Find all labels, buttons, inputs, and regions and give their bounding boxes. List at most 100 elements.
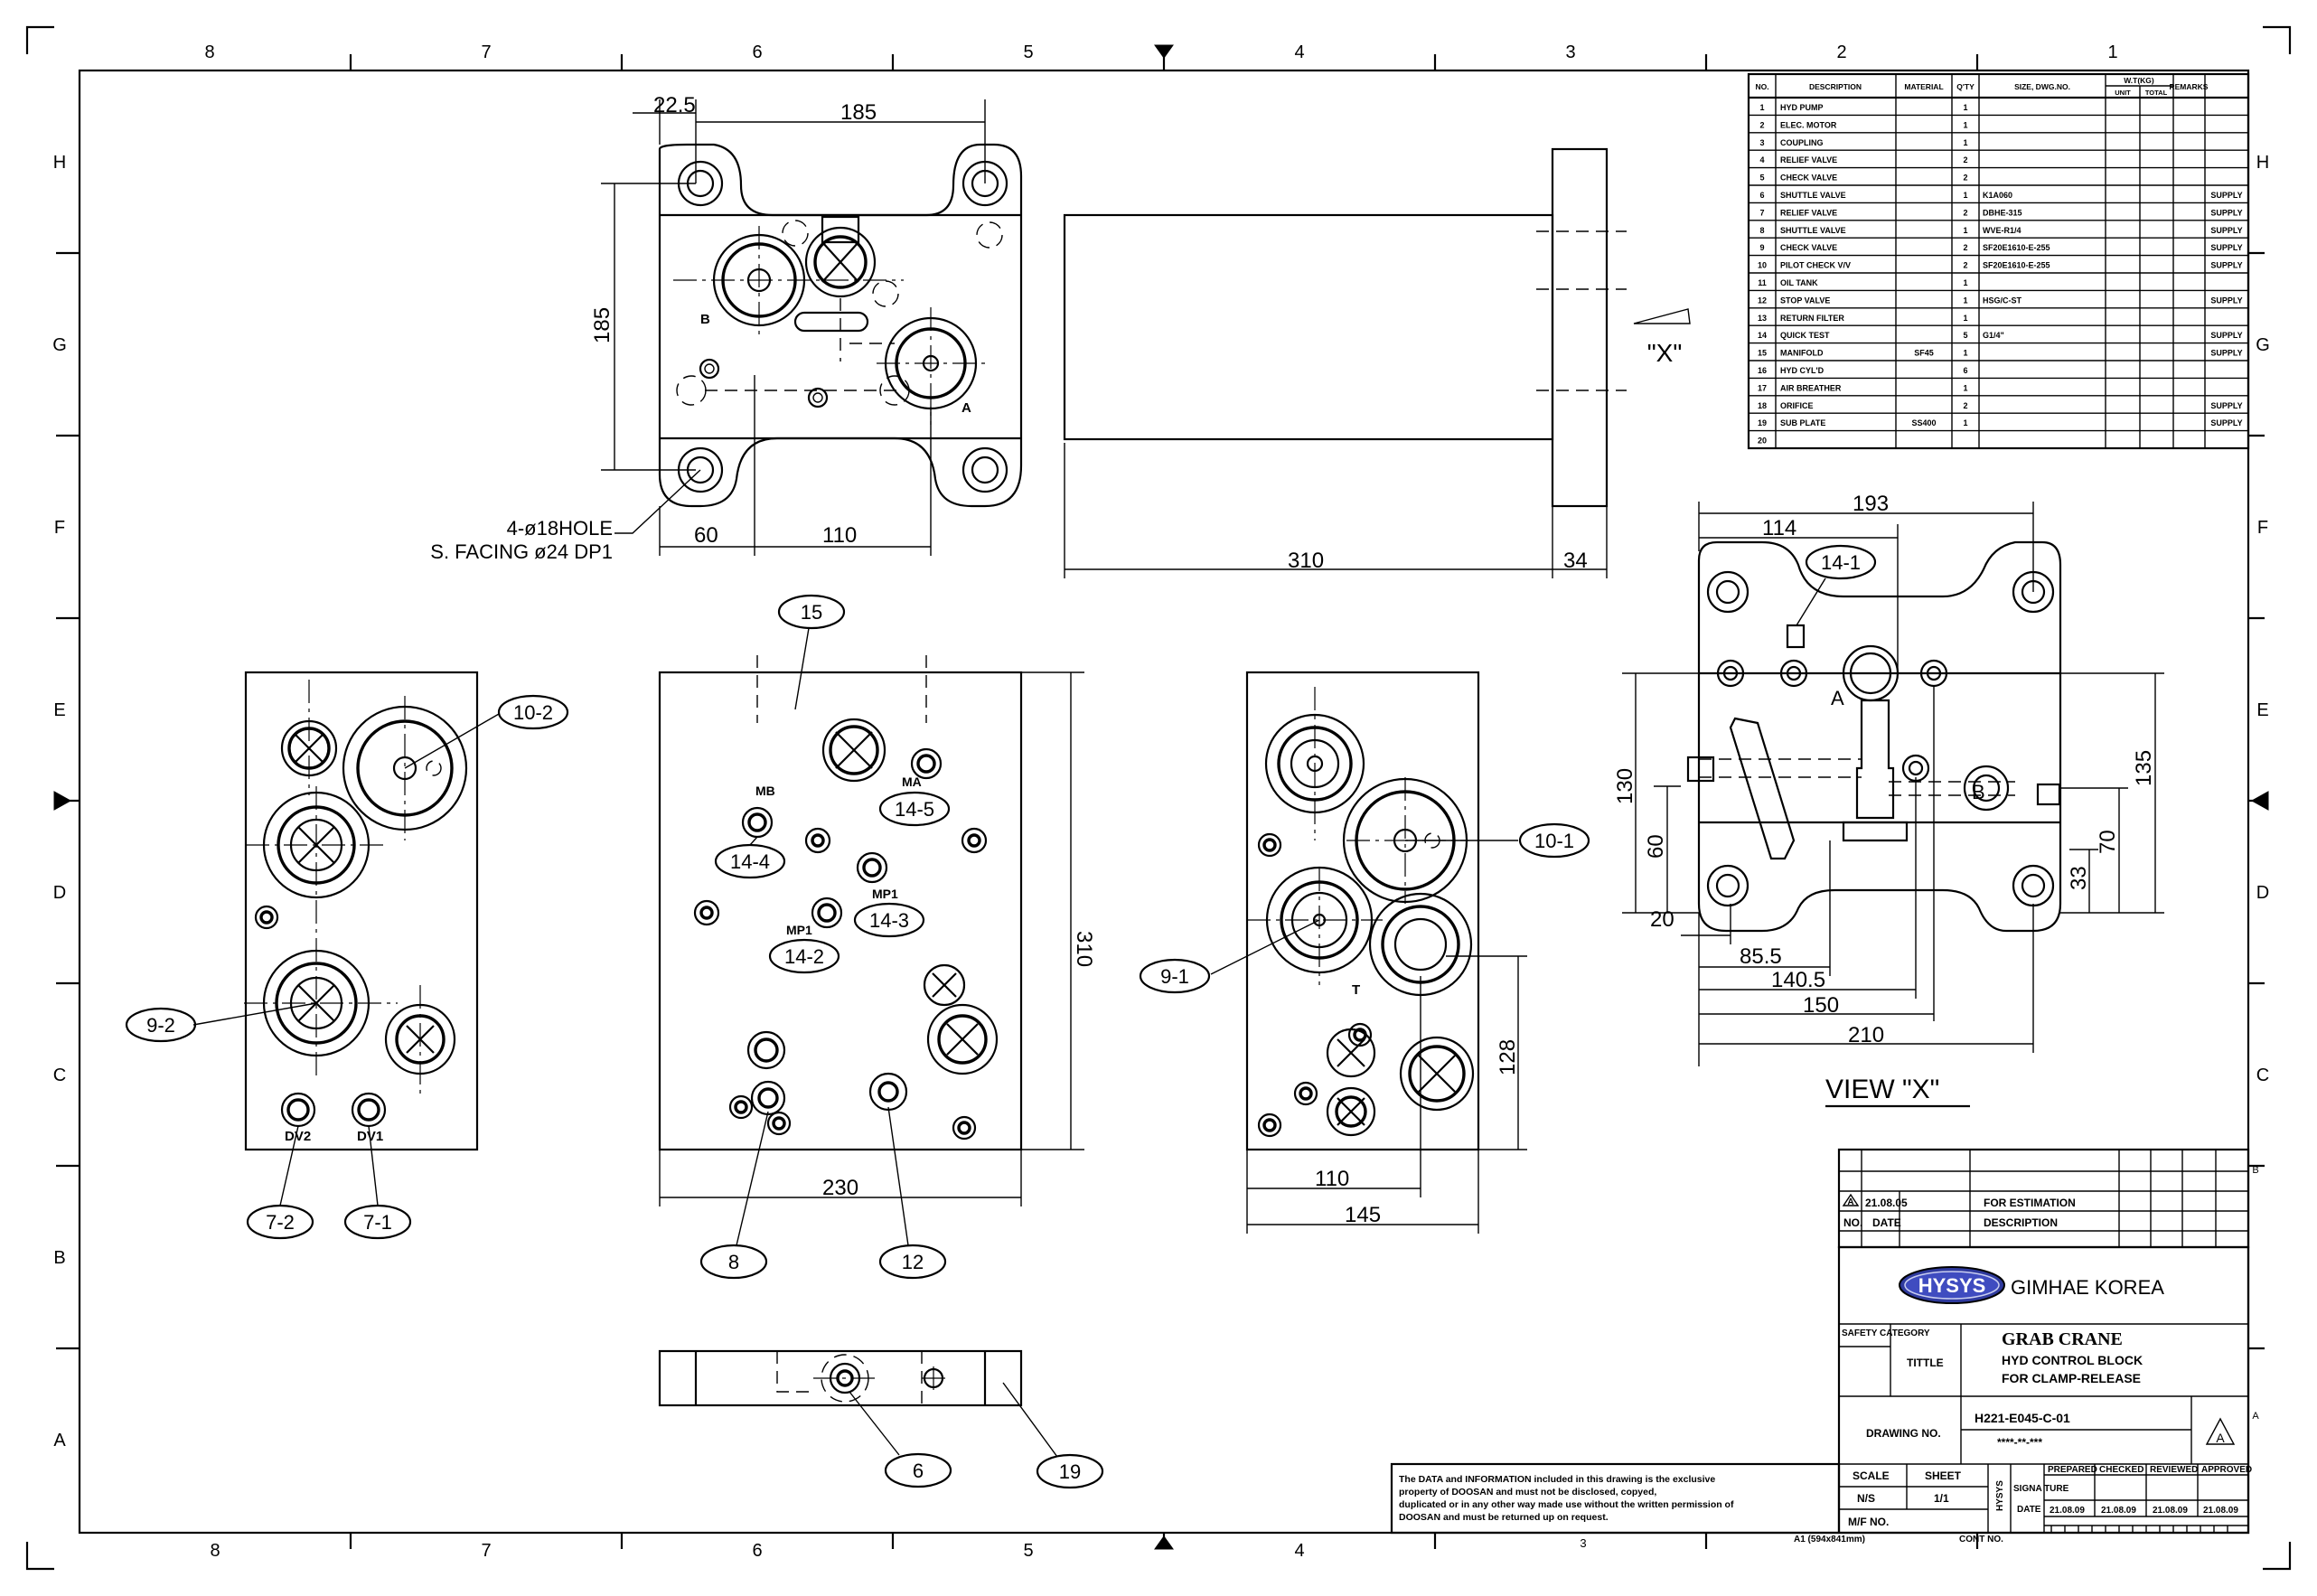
dim-mid-310: 310: [1072, 931, 1096, 967]
bom-cell: 1: [1963, 120, 1967, 129]
dim-side-310: 310: [1288, 549, 1324, 573]
zone-col-8-bottom: 8: [210, 1541, 220, 1561]
bom-cell: SUPPLY: [2210, 208, 2242, 217]
bom-cell: 8: [1759, 226, 1764, 235]
hole-note-2: S. FACING ø24 DP1: [430, 540, 613, 563]
bom-cell: SF45: [1914, 349, 1934, 358]
zone-row-A-right: A: [2252, 1411, 2259, 1422]
balloon-14-3: 14-3: [869, 909, 909, 932]
sheet-size: A1 (594x841mm): [1794, 1535, 1865, 1544]
drawing-no-label: DRAWING NO.: [1866, 1427, 1941, 1440]
signature-label: SIGNA TURE: [2013, 1484, 2069, 1494]
balloon-14-5: 14-5: [895, 798, 934, 821]
zone-row-D-right: D: [2256, 883, 2269, 903]
hole-note-1: 4-ø18HOLE: [507, 517, 613, 540]
bom-cell: G1/4": [1983, 331, 2004, 340]
balloon-15: 15: [801, 601, 822, 624]
bom-cell: DBHE-315: [1983, 208, 2022, 217]
bom-cell: AIR BREATHER: [1780, 383, 1842, 392]
company-logo: HYSYS: [1918, 1274, 1986, 1297]
dim-view-70: 70: [2096, 830, 2120, 854]
bom-header-1: DESCRIPTION: [1809, 82, 1862, 91]
approved-label: APPROVED: [2201, 1465, 2252, 1475]
balloon-12: 12: [902, 1251, 924, 1273]
dim-185-width: 185: [840, 100, 877, 125]
bom-cell: HYD CYL'D: [1780, 366, 1825, 375]
zone-col-3: 3: [1565, 42, 1575, 62]
rev-header-no: NO.: [1843, 1216, 1862, 1229]
company-location: GIMHAE KOREA: [2011, 1276, 2164, 1299]
bom-cell: 1: [1963, 226, 1967, 235]
port-mp1-b: MP1: [786, 923, 812, 937]
bom-header-4: SIZE, DWG.NO.: [2014, 82, 2070, 91]
bom-cell: WVE-R1/4: [1983, 226, 2022, 235]
zone-row-C-right: C: [2256, 1066, 2269, 1085]
balloon-7-2: 7-2: [266, 1211, 295, 1234]
bom-cell: 16: [1758, 366, 1767, 375]
bom-cell: CHECK VALVE: [1780, 174, 1837, 183]
zone-row-B: B: [53, 1248, 65, 1268]
zone-col-5-bottom: 5: [1023, 1541, 1033, 1561]
bom-cell: 3: [1759, 138, 1764, 147]
title-line-3: FOR CLAMP-RELEASE: [2002, 1371, 2141, 1385]
bom-header-0: NO.: [1755, 82, 1768, 91]
bom-cell: HYD PUMP: [1780, 103, 1824, 112]
bom-header-6: REMARKS: [2170, 82, 2209, 91]
view-port-b: B: [1972, 781, 1985, 803]
bom-cell: 15: [1758, 349, 1767, 358]
dim-view-193: 193: [1853, 492, 1889, 516]
balloon-14-2: 14-2: [784, 945, 824, 968]
balloon-19: 19: [1059, 1460, 1081, 1483]
bom-cell: SUPPLY: [2210, 349, 2242, 358]
bom-cell: SUPPLY: [2210, 261, 2242, 270]
bom-cell: 2: [1759, 120, 1764, 129]
bom-cell: 5: [1963, 331, 1967, 340]
bom-cell: ELEC. MOTOR: [1780, 120, 1837, 129]
bom-cell: 1: [1963, 314, 1967, 323]
zone-col-4: 4: [1294, 42, 1304, 62]
bom-cell: MANIFOLD: [1780, 349, 1824, 358]
zone-row-G-right: G: [2256, 335, 2270, 355]
side-view: 310 34 "X": [1063, 147, 1691, 578]
zone-row-F-right: F: [2257, 518, 2268, 538]
bom-cell: 1: [1963, 138, 1967, 147]
bom-header-5: W.T(KG): [2124, 76, 2154, 85]
bom-header-2: MATERIAL: [1904, 82, 1943, 91]
sheet-value: 1/1: [1934, 1492, 1949, 1505]
dim-right-128: 128: [1496, 1039, 1520, 1075]
bom-cell: 18: [1758, 401, 1767, 410]
dim-22-5: 22.5: [653, 93, 696, 117]
title-line-1: GRAB CRANE: [2002, 1329, 2123, 1349]
bom-cell: 6: [1759, 191, 1764, 200]
bom-cell: STOP VALVE: [1780, 296, 1830, 305]
bom-cell: SUB PLATE: [1780, 418, 1825, 427]
rev-date: 21.08.05: [1865, 1197, 1908, 1209]
view-port-a: A: [1831, 687, 1844, 709]
dim-110: 110: [822, 523, 857, 548]
bom-cell: 14: [1758, 331, 1767, 340]
bom-cell: QUICK TEST: [1780, 331, 1830, 340]
bom-cell: SHUTTLE VALVE: [1780, 191, 1846, 200]
bom-cell: SUPPLY: [2210, 418, 2242, 427]
dim-185-height: 185: [590, 307, 614, 343]
bom-cell: 20: [1758, 437, 1767, 446]
bom-cell: K1A060: [1983, 191, 2012, 200]
bom-cell: SUPPLY: [2210, 296, 2242, 305]
bom-cell: COUPLING: [1780, 138, 1824, 147]
zone-col-6-bottom: 6: [752, 1541, 762, 1561]
zone-col-4-bottom: 4: [1294, 1541, 1304, 1561]
bom-cell: 6: [1963, 366, 1967, 375]
balloon-10-1: 10-1: [1534, 830, 1574, 852]
bom-cell: SUPPLY: [2210, 331, 2242, 340]
dim-view-135: 135: [2132, 750, 2156, 786]
top-port-a: A: [962, 400, 971, 416]
bom-cell: 1: [1963, 103, 1967, 112]
bom-cell: 9: [1759, 243, 1764, 252]
view-x-title: VIEW "X": [1825, 1075, 1939, 1104]
prepared-label: PREPARED: [2048, 1465, 2097, 1475]
bom-cell: SUPPLY: [2210, 191, 2242, 200]
bom-cell: 1: [1963, 418, 1967, 427]
checked-label: CHECKED: [2099, 1465, 2143, 1475]
rev-header-desc: DESCRIPTION: [1984, 1216, 2058, 1229]
safety-category: SAFETY CATEGORY: [1842, 1328, 1930, 1338]
